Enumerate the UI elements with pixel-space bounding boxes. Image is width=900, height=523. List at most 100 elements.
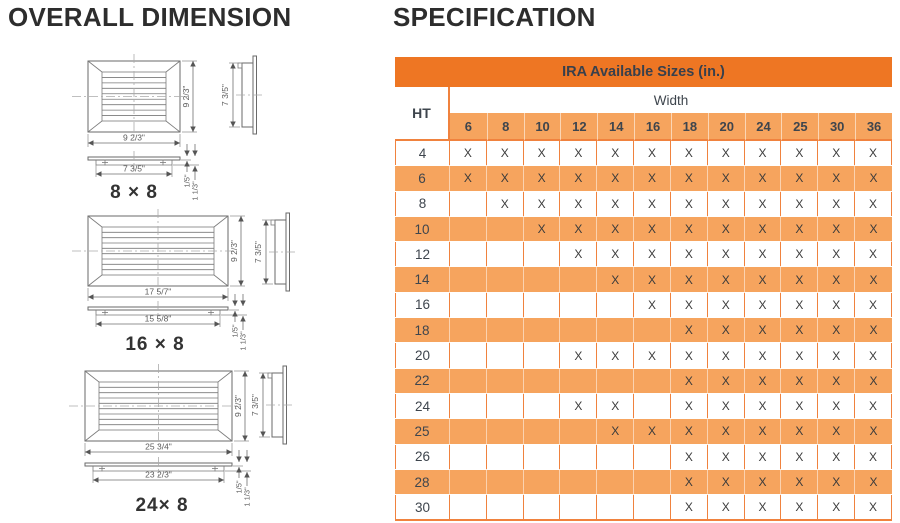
size-cell: X [818, 266, 856, 293]
size-cell [597, 444, 635, 469]
size-cell: X [597, 242, 635, 267]
size-cell: X [744, 317, 782, 344]
size-cell: X [560, 215, 598, 243]
size-cell [450, 444, 487, 469]
size-cell [523, 343, 561, 368]
svg-text:9 2/3": 9 2/3" [181, 86, 191, 108]
size-cell: X [781, 468, 819, 496]
size-cell: X [781, 317, 819, 344]
size-cell [523, 317, 561, 344]
size-cell: X [707, 141, 745, 166]
size-cell: X [707, 444, 745, 469]
size-cell: X [855, 444, 892, 469]
size-cell [634, 495, 671, 522]
size-cell: X [781, 444, 819, 469]
size-cell: X [818, 495, 856, 522]
svg-text:7 3/5": 7 3/5" [250, 394, 260, 416]
size-cell: X [744, 292, 782, 318]
ht-cell: 12 [395, 242, 450, 267]
svg-text:1/5": 1/5" [183, 174, 192, 187]
size-cell: X [523, 165, 561, 192]
size-cell [450, 343, 487, 368]
size-cell: X [707, 367, 745, 394]
ht-header: HT [395, 87, 450, 141]
size-cell [523, 444, 561, 469]
width-col-header: 14 [597, 113, 635, 141]
size-cell: X [597, 141, 635, 166]
size-cell: X [781, 343, 819, 368]
size-cell: X [781, 495, 819, 522]
ht-cell: 10 [395, 215, 450, 243]
size-cell: X [670, 141, 708, 166]
ht-cell: 28 [395, 468, 450, 496]
size-cell: X [744, 468, 782, 496]
size-cell [523, 418, 561, 445]
width-col-header: 16 [634, 113, 671, 141]
width-col-header: 10 [523, 113, 561, 141]
svg-text:17 5/7": 17 5/7" [145, 287, 172, 297]
size-cell [450, 292, 487, 318]
size-cell [634, 468, 671, 496]
ht-cell: 24 [395, 393, 450, 419]
svg-text:23 2/3": 23 2/3" [145, 470, 172, 480]
drawing-8x8: 9 2/3"9 2/3"7 3/5"7 3/5"1/5"1 1/3"8 × 8 [52, 52, 382, 207]
size-cell [486, 317, 524, 344]
width-col-header: 12 [560, 113, 598, 141]
ht-cell: 18 [395, 317, 450, 344]
size-cell: X [707, 165, 745, 192]
size-cell: X [597, 266, 635, 293]
size-cell: X [707, 215, 745, 243]
size-cell: X [781, 266, 819, 293]
size-cell [560, 292, 598, 318]
size-cell: X [670, 393, 708, 419]
size-cell: X [855, 191, 892, 216]
svg-text:7 3/5": 7 3/5" [220, 84, 230, 106]
size-cell: X [450, 141, 487, 166]
width-header: Width [450, 87, 892, 113]
size-cell: X [634, 165, 671, 192]
ht-cell: 14 [395, 266, 450, 293]
svg-text:9 2/3": 9 2/3" [229, 240, 239, 262]
size-cell [560, 444, 598, 469]
size-cell: X [670, 165, 708, 192]
size-cell: X [634, 343, 671, 368]
width-col-header: 24 [744, 113, 782, 141]
drawing-24x8-svg: 9 2/3"25 3/4"7 3/5"23 2/3"1/5"1 1/3"24× … [69, 364, 292, 516]
width-col-header: 20 [707, 113, 745, 141]
size-cell: X [855, 292, 892, 318]
size-cell [450, 468, 487, 496]
size-cell: X [597, 393, 635, 419]
size-cell: X [523, 215, 561, 243]
size-cell: X [523, 141, 561, 166]
size-cell [486, 468, 524, 496]
size-cell: X [855, 367, 892, 394]
svg-text:9 2/3": 9 2/3" [123, 133, 145, 143]
size-cell: X [634, 191, 671, 216]
size-cell: X [855, 393, 892, 419]
svg-text:1 1/3": 1 1/3" [239, 331, 248, 351]
svg-text:9 2/3": 9 2/3" [233, 395, 243, 417]
width-col-header: 8 [486, 113, 524, 141]
specification-title: SPECIFICATION [393, 2, 596, 32]
size-cell: X [818, 444, 856, 469]
svg-text:7 3/5": 7 3/5" [123, 164, 145, 174]
size-cell [634, 367, 671, 394]
size-cell [486, 393, 524, 419]
size-cell: X [597, 165, 635, 192]
size-cell: X [781, 191, 819, 216]
size-cell: X [744, 343, 782, 368]
size-cell: X [707, 468, 745, 496]
width-col-header: 36 [855, 113, 892, 141]
size-cell [486, 215, 524, 243]
size-cell: X [744, 165, 782, 192]
